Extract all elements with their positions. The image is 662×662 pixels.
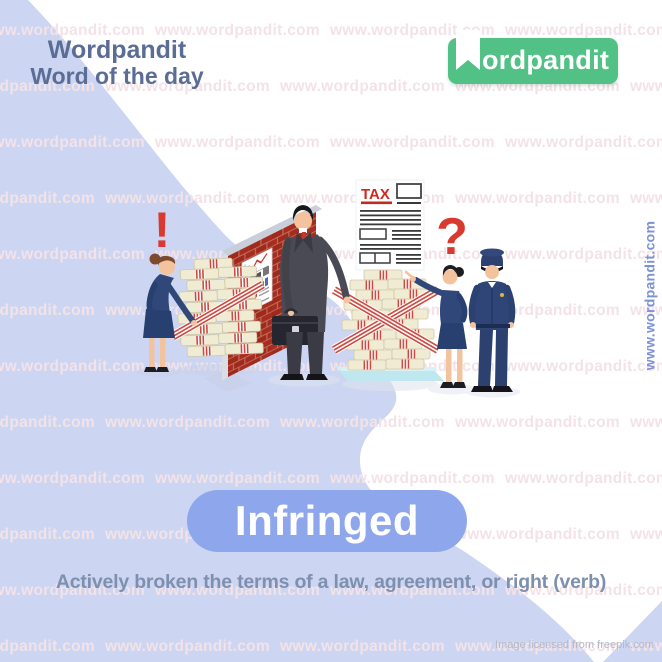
logo-label: ordpandit: [482, 45, 610, 75]
word-pill: Infringed: [187, 490, 467, 552]
money-stack-right: [331, 269, 444, 381]
word-definition: Actively broken the terms of a law, agre…: [55, 571, 607, 593]
background-corner-triangle: [603, 601, 662, 662]
wordpandit-logo: ordpandit: [448, 30, 618, 84]
person-inspector-left: [143, 253, 197, 372]
person-police-officer: [468, 248, 516, 392]
person-businessman: [272, 205, 351, 380]
tax-document: TAX: [355, 179, 425, 271]
bookmark-ribbon-icon: [456, 30, 480, 70]
header: Wordpandit Word of the day: [22, 36, 212, 90]
tax-label: TAX: [361, 186, 390, 203]
brand-title: Wordpandit: [47, 36, 187, 64]
question-mark: ?: [436, 208, 468, 266]
word-of-the-day: Infringed: [234, 497, 420, 544]
image-credit: Image licensed from freepik.com: [495, 639, 654, 651]
person-inspector-right: [404, 265, 468, 388]
page-subtitle: Word of the day: [30, 63, 204, 89]
exclamation-mark: !: [154, 202, 171, 258]
